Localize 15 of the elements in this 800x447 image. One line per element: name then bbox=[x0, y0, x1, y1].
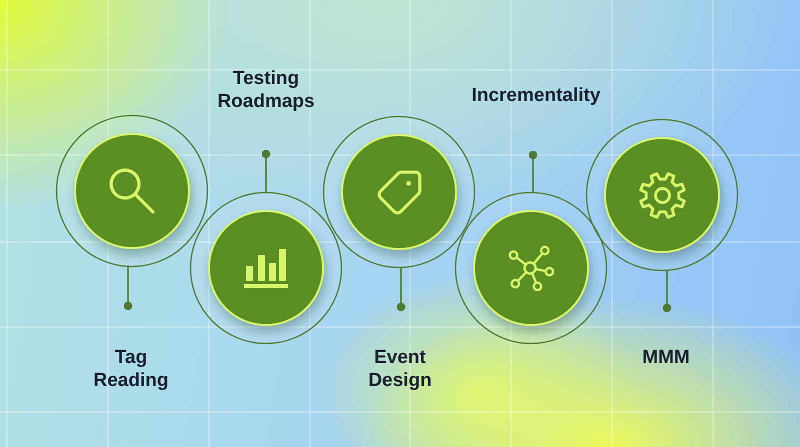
step-circle bbox=[322, 115, 476, 269]
leader-line bbox=[124, 266, 132, 310]
step-label: Testing Roadmaps bbox=[217, 67, 315, 113]
step-label: Event Design bbox=[368, 346, 432, 392]
step-circle bbox=[585, 118, 739, 272]
leader-line bbox=[528, 150, 538, 193]
leader-line bbox=[662, 270, 672, 312]
leader-line bbox=[262, 150, 270, 192]
step-circle bbox=[454, 191, 608, 345]
step-circle bbox=[189, 191, 343, 345]
step-label: Incrementality bbox=[472, 84, 600, 107]
leader-line bbox=[396, 267, 406, 312]
step-label: MMM bbox=[642, 346, 690, 369]
step-label: Tag Reading bbox=[94, 346, 168, 392]
step-circle bbox=[55, 114, 209, 268]
